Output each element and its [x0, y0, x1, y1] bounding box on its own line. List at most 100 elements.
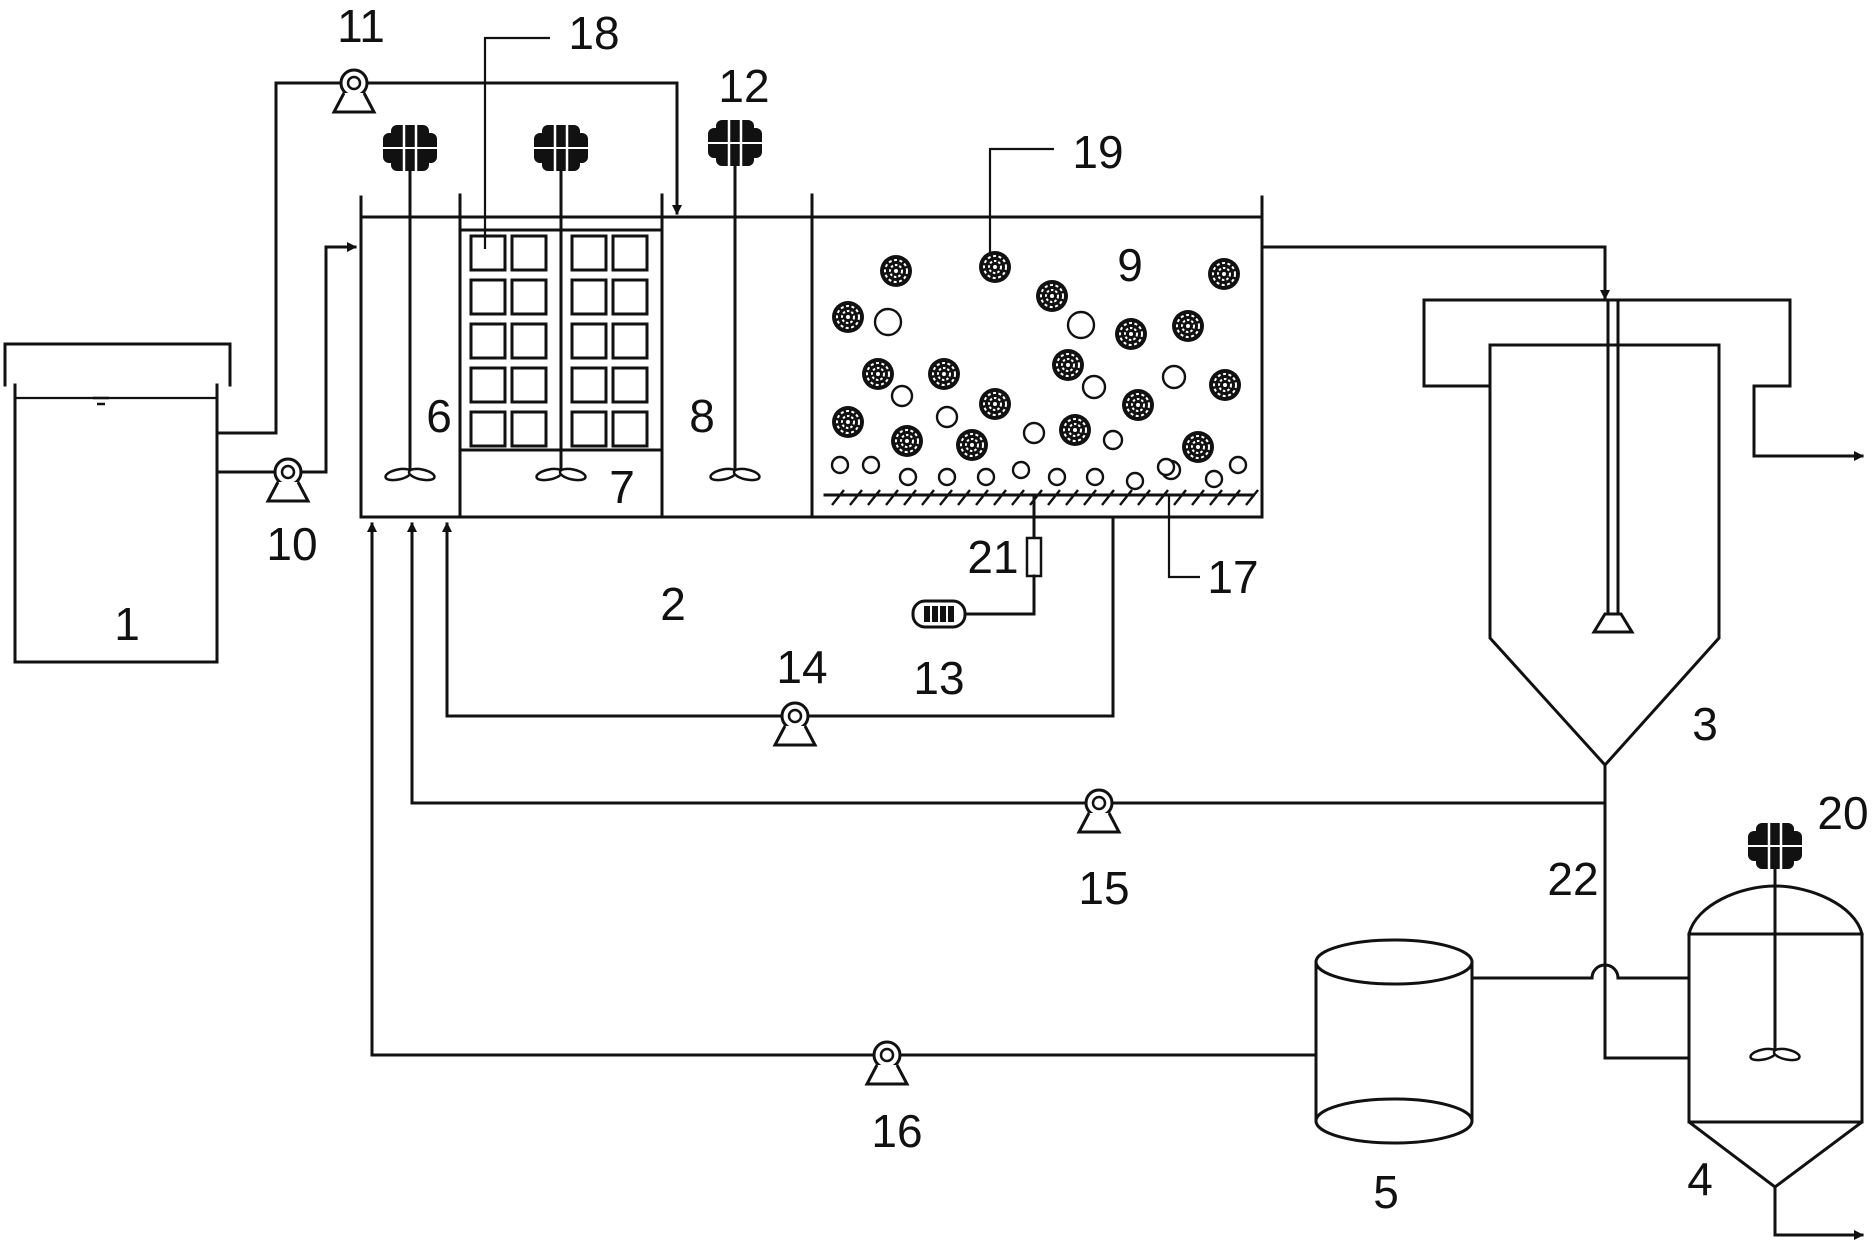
- packing-cell: [469, 410, 507, 448]
- effluent-line: [1260, 245, 1610, 300]
- carrier-icon: [1181, 430, 1215, 464]
- bubble: [890, 384, 914, 408]
- label-3: 3: [1692, 698, 1718, 750]
- packing-cell: [570, 234, 608, 272]
- internal-recycle-line: [442, 515, 1115, 747]
- diffuser-tick: [885, 489, 899, 506]
- label-14: 14: [776, 641, 827, 693]
- diffuser-tick: [903, 489, 917, 506]
- bubble: [1066, 310, 1096, 340]
- packing-cell: [469, 366, 507, 404]
- bubble: [1161, 364, 1187, 390]
- label-5: 5: [1373, 1166, 1399, 1218]
- diffuser-tick: [1245, 489, 1259, 506]
- label-9: 9: [1117, 239, 1143, 291]
- carrier-icon: [955, 428, 989, 462]
- carrier-icon: [1058, 413, 1092, 447]
- diffuser-tick: [1083, 489, 1097, 506]
- bypass-line: [215, 68, 682, 435]
- diffuser-tick: [1155, 489, 1169, 506]
- sludge-return-line: [407, 522, 1691, 1060]
- carrier-icon: [1035, 279, 1069, 313]
- bubble: [898, 467, 918, 487]
- bubble: [1022, 421, 1046, 445]
- tank5-pump-icon: [865, 1040, 909, 1086]
- packing-cell: [611, 278, 649, 316]
- label-12: 12: [718, 60, 769, 112]
- diffuser-tick: [1029, 489, 1043, 506]
- packing-cell: [510, 278, 548, 316]
- diffuser-tick: [1065, 489, 1079, 506]
- diffuser-tick: [1227, 489, 1241, 506]
- diffuser-tick: [939, 489, 953, 506]
- label-7: 7: [609, 461, 635, 513]
- label-20: 20: [1817, 787, 1868, 839]
- carrier-icon: [890, 424, 924, 458]
- bubble: [1228, 455, 1248, 475]
- bubble: [830, 455, 850, 475]
- carrier-icon: [978, 387, 1012, 421]
- stirrer-7: [532, 123, 590, 484]
- clarifier: [1422, 298, 1864, 768]
- carrier-icon: [831, 300, 865, 334]
- packing-cell: [510, 234, 548, 272]
- bubble: [1011, 460, 1031, 480]
- label-2: 2: [660, 578, 686, 630]
- carrier-icon: [831, 405, 865, 439]
- packing-cell: [570, 366, 608, 404]
- bubble: [1156, 457, 1176, 477]
- label-21: 21: [967, 531, 1018, 583]
- diffuser-tick: [993, 489, 1007, 506]
- motor-icon: [706, 118, 764, 168]
- packing-cell: [570, 322, 608, 360]
- carrier-icon: [1207, 257, 1241, 291]
- packing-cell: [510, 410, 548, 448]
- bubble: [976, 467, 996, 487]
- bypass-pump-icon: [332, 68, 376, 114]
- packing-cell: [469, 278, 507, 316]
- diffuser-tick: [975, 489, 989, 506]
- label-4: 4: [1687, 1153, 1713, 1205]
- label-15: 15: [1078, 862, 1129, 914]
- recycle-pump-icon: [773, 701, 817, 747]
- carrier-icon: [1121, 388, 1155, 422]
- tank5-return-line: [367, 522, 1318, 1086]
- carrier-icon: [927, 357, 961, 391]
- label-1: 1: [114, 598, 140, 650]
- diffuser-tick: [1173, 489, 1187, 506]
- bubble: [861, 455, 881, 475]
- stirrer-6: [381, 123, 439, 484]
- bubble: [1102, 429, 1124, 451]
- carrier-icon: [1051, 348, 1085, 382]
- packing-cell: [611, 234, 649, 272]
- impeller-icon: [383, 465, 437, 484]
- transfer-line: [1470, 963, 1691, 980]
- bubble: [1204, 469, 1224, 489]
- diffuser-tick: [831, 489, 845, 506]
- motor-icon: [532, 123, 590, 173]
- feed-line: [215, 242, 357, 503]
- packing-cell: [611, 322, 649, 360]
- carrier-icon: [861, 357, 895, 391]
- diffuser-tick: [1209, 489, 1223, 506]
- bubble: [1125, 471, 1145, 491]
- raw-water-tank: [3, 342, 232, 664]
- digester-tank: [1687, 821, 1864, 1240]
- packing-media: [469, 234, 649, 448]
- carrier-icon: [1114, 317, 1148, 351]
- carrier-icon: [978, 250, 1012, 284]
- label-17: 17: [1207, 551, 1258, 603]
- stirrer-8: [706, 118, 764, 484]
- diagram-labels: 1 2 3 4 5 6 7 8 9 10 11 12 13 14 15 16 1…: [114, 0, 1868, 1218]
- carrier-icon: [1171, 309, 1205, 343]
- bubble: [1081, 374, 1107, 400]
- carrier-icon: [1208, 368, 1242, 402]
- label-8: 8: [689, 390, 715, 442]
- label-16: 16: [871, 1105, 922, 1157]
- blower-icon: [911, 599, 967, 629]
- packing-cell: [570, 410, 608, 448]
- air-bubbles: [830, 307, 1248, 491]
- carrier-icon: [879, 254, 913, 288]
- packing-cell: [469, 322, 507, 360]
- bubble: [873, 307, 903, 337]
